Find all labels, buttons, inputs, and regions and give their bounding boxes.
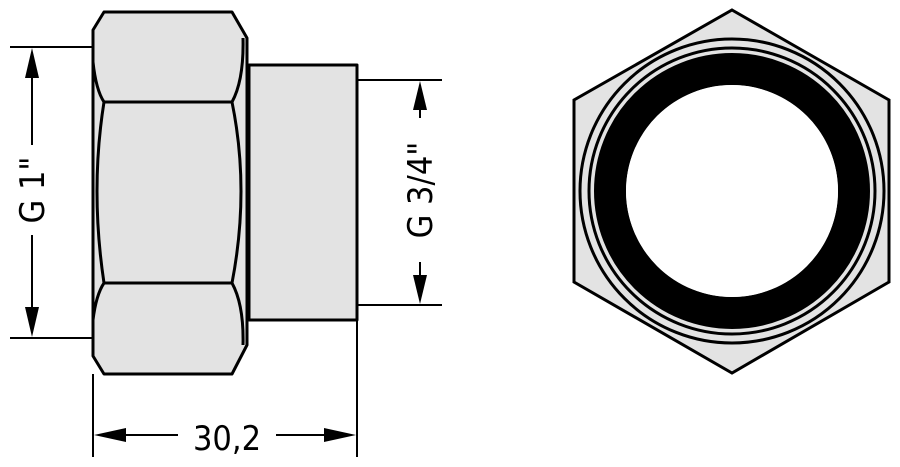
dimension-label-g1: G 1"	[13, 157, 53, 224]
outer-chamfer-circle	[578, 37, 886, 345]
dimension-g34	[357, 79, 442, 306]
nut-bottom-face	[91, 281, 245, 346]
nut-middle-face	[95, 101, 243, 284]
hex-nut-side	[91, 10, 249, 376]
side-view	[91, 10, 359, 376]
dimension-label-length: 30,2	[193, 419, 261, 459]
dimension-g1	[10, 46, 93, 339]
dimension-label-g34: G 3/4"	[401, 142, 441, 239]
front-view	[572, 8, 891, 375]
fitting-body	[247, 63, 359, 322]
dimension-length	[92, 320, 358, 457]
sealing-ring	[594, 53, 870, 329]
bore	[626, 85, 838, 297]
